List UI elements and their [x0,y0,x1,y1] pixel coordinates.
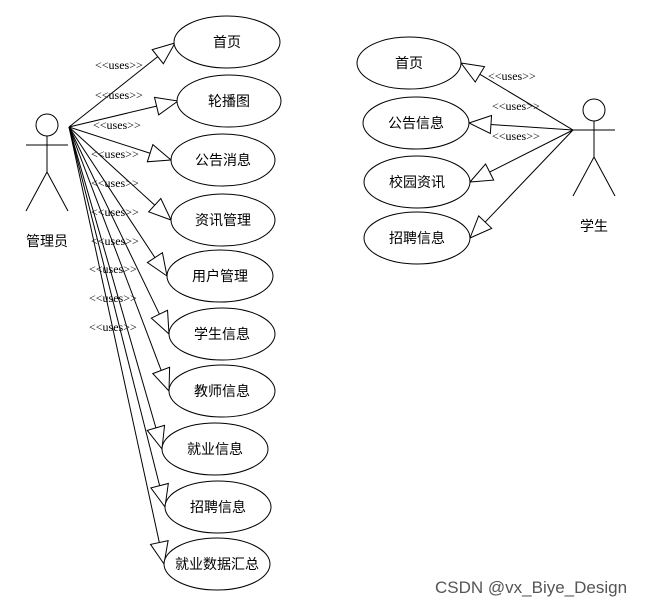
student-assoc-arrowhead-1 [467,114,493,135]
admin-actor-right-leg [46,171,69,212]
admin-use-case-ellipse-0 [173,15,281,69]
admin-associations: <<uses>> <<uses>> <<uses>> <<uses>> <<uses>>… [68,42,180,566]
admin-assoc-line-2 [68,126,151,154]
student-assoc-arrowhead-0 [459,62,486,83]
actor-admin: 管理员 [25,113,69,250]
student-actor-label: 学生 [580,219,608,235]
watermark: CSDN @vx_Biye_Design [435,578,628,597]
student-assoc-arrowhead-2 [468,163,495,183]
admin-use-case-label-1: 轮播图 [208,94,250,110]
admin-assoc-uses-label-7: <<uses>> [89,262,137,276]
admin-use-case-ellipse-7 [161,422,269,476]
admin-assoc-arrowhead-7 [146,424,166,451]
admin-use-case-label-2: 公告消息 [195,152,251,169]
admin-assoc-arrowhead-5 [150,309,170,336]
student-associations: <<uses>> <<uses>> <<uses>> [459,62,574,239]
student-actor-left-leg [572,156,595,197]
student-use-case-label-2: 校园资讯 [389,174,445,191]
student-assoc-uses-label-0: <<uses>> [488,69,536,83]
admin-assoc-line-8 [68,126,161,486]
student-use-case-label-1: 公告信息 [388,115,444,132]
admin-actor-left-leg [25,171,48,212]
student-use-case-ellipse-0 [356,36,462,90]
admin-use-case-label-4: 用户管理 [192,268,248,285]
actor-student: 学生 [572,98,616,235]
admin-assoc-line-4 [68,126,156,258]
student-assoc-uses-label-1: <<uses>> [492,99,540,113]
admin-assoc-arrowhead-0 [151,42,177,65]
admin-assoc-uses-label-4: <<uses>> [91,176,139,190]
student-assoc-line-3 [484,129,574,223]
admin-use-case-label-5: 学生信息 [194,326,250,343]
student-actor-head [582,98,606,122]
admin-use-case-ellipse-8 [164,480,272,534]
admin-use-case-ellipse-3 [170,193,276,247]
student-use-case-label-3: 招聘信息 [389,230,445,247]
student-assoc-arrowhead-3 [469,214,493,239]
admin-assoc-arrowhead-2 [146,143,173,163]
admin-assoc-uses-label-3: <<uses>> [91,147,139,161]
admin-use-case-ellipse-1 [176,74,282,128]
admin-assoc-arrowhead-1 [153,96,180,116]
admin-actor-head [35,113,59,137]
admin-assoc-line-3 [68,126,156,206]
admin-use-case-ellipse-9 [163,537,271,591]
admin-assoc-line-6 [68,126,162,371]
admin-assoc-line-9 [68,126,160,543]
admin-use-case-label-6: 教师信息 [194,383,250,400]
admin-assoc-line-7 [68,126,157,429]
admin-use-case-ellipse-4 [166,249,274,303]
admin-use-case-ellipse-5 [168,307,276,361]
student-actor-right-leg [593,156,616,197]
admin-assoc-uses-label-9: <<uses>> [89,320,137,334]
student-assoc-line-2 [489,129,574,173]
admin-use-case-ellipse-2 [170,133,276,187]
admin-assoc-arrowhead-3 [147,197,172,221]
admin-assoc-line-0 [68,56,159,128]
student-use-case-ellipse-1 [362,96,470,150]
admin-assoc-uses-label-8: <<uses>> [89,291,137,305]
admin-assoc-uses-label-0: <<uses>> [95,58,143,72]
student-use-case-ellipse-2 [363,155,471,209]
student-use-case-label-0: 首页 [395,56,423,72]
admin-use-case-label-9: 就业数据汇总 [175,557,259,573]
admin-use-case-label-3: 资讯管理 [195,213,251,229]
student-use-case-ellipse-3 [363,211,471,265]
student-assoc-line-0 [479,73,574,131]
admin-use-case-label-7: 就业信息 [187,441,243,458]
admin-use-case-label-8: 招聘信息 [190,499,246,516]
admin-assoc-uses-label-5: <<uses>> [91,205,139,219]
admin-assoc-arrowhead-4 [146,251,168,278]
admin-assoc-uses-label-1: <<uses>> [95,88,143,102]
admin-use-case-ellipse-6 [168,364,276,418]
admin-assoc-line-5 [68,126,160,315]
admin-use-case-label-0: 首页 [213,35,241,51]
student-assoc-line-1 [490,123,574,131]
admin-assoc-arrowhead-6 [151,366,171,393]
admin-actor-label: 管理员 [26,234,68,250]
admin-assoc-line-1 [68,105,157,128]
admin-assoc-arrowhead-8 [150,482,169,509]
admin-assoc-uses-label-2: <<uses>> [93,118,141,132]
student-assoc-uses-label-2: <<uses>> [492,129,540,143]
admin-assoc-arrowhead-9 [149,539,169,566]
